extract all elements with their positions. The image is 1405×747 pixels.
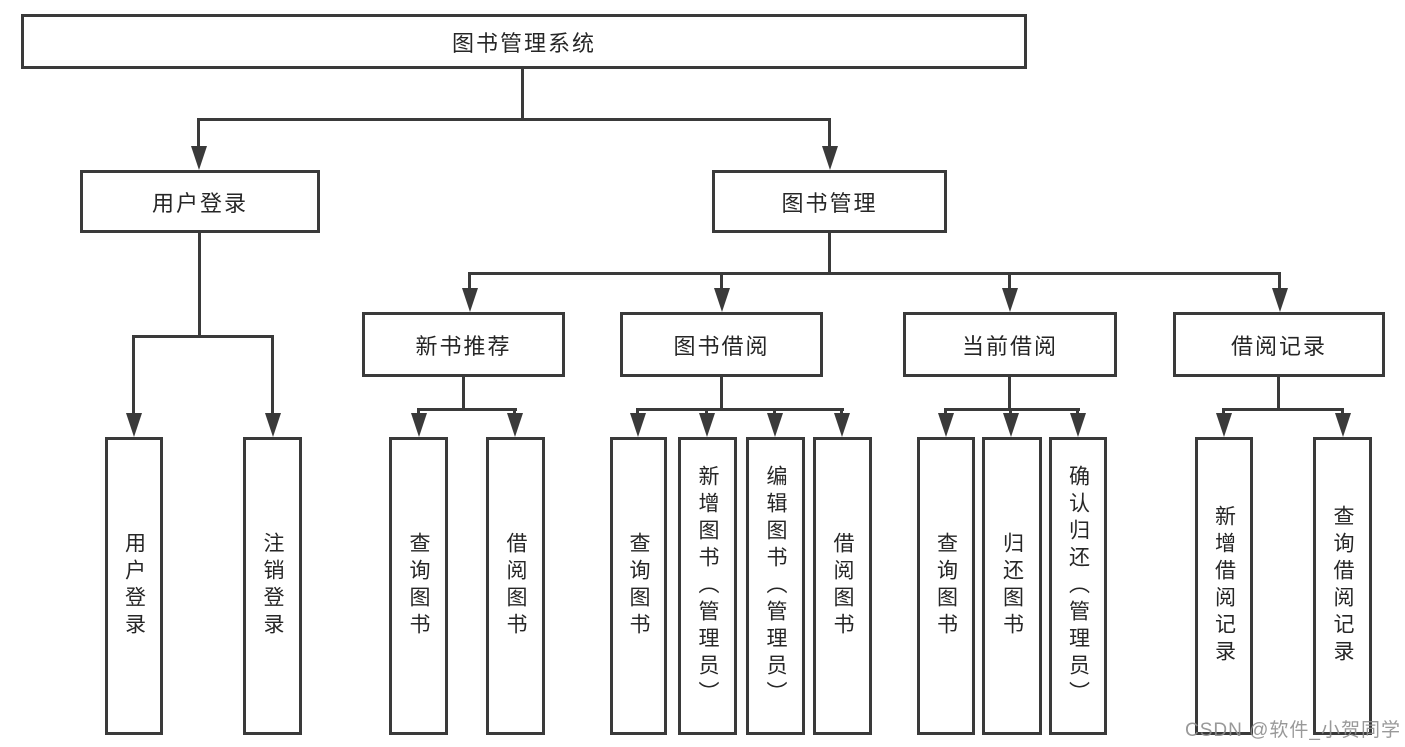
connector-line xyxy=(462,377,465,408)
arrow-down-icon xyxy=(699,413,715,437)
leaf-label: 新增借阅记录 xyxy=(1212,505,1236,667)
connector-line xyxy=(197,118,831,121)
leaf-label: 确认归还（管理员） xyxy=(1066,464,1090,708)
connector-line xyxy=(705,408,708,413)
leaf-confirm-return-admin: 确认归还（管理员） xyxy=(1049,437,1107,735)
arrow-down-icon xyxy=(126,413,142,437)
connector-line xyxy=(1008,377,1011,408)
arrow-down-icon xyxy=(630,413,646,437)
connector-line xyxy=(1009,408,1012,413)
connector-line xyxy=(417,408,420,413)
connector-line xyxy=(828,118,831,146)
leaf-borrow-books: 借阅图书 xyxy=(813,437,872,735)
connector-line xyxy=(197,118,200,146)
node-label: 用户登录 xyxy=(151,190,248,216)
arrow-down-icon xyxy=(938,413,954,437)
arrow-down-icon xyxy=(507,413,523,437)
arrow-down-icon xyxy=(411,413,427,437)
node-label: 借阅记录 xyxy=(1230,333,1327,359)
connector-line xyxy=(720,272,723,288)
arrow-down-icon xyxy=(822,146,838,170)
connector-line xyxy=(1076,408,1079,413)
arrow-down-icon xyxy=(1335,413,1351,437)
leaf-query-books-recommend: 查询图书 xyxy=(389,437,448,735)
connector-line xyxy=(1222,408,1344,411)
connector-line xyxy=(944,408,1080,411)
arrow-down-icon xyxy=(462,288,478,312)
leaf-logout: 注销登录 xyxy=(243,437,302,735)
connector-line xyxy=(720,377,723,408)
connector-line xyxy=(1277,377,1280,408)
leaf-label: 新增图书（管理员） xyxy=(696,464,720,708)
connector-line xyxy=(636,408,844,411)
arrow-down-icon xyxy=(834,413,850,437)
leaf-edit-books-admin: 编辑图书（管理员） xyxy=(746,437,805,735)
leaf-add-borrow-record: 新增借阅记录 xyxy=(1195,437,1253,735)
leaf-label: 查询借阅记录 xyxy=(1331,505,1355,667)
arrow-down-icon xyxy=(1003,413,1019,437)
node-label: 图书管理 xyxy=(781,190,878,216)
connector-line xyxy=(417,408,517,411)
node-root-label: 图书管理系统 xyxy=(451,30,596,56)
node-new-book-recommend: 新书推荐 xyxy=(362,312,565,377)
arrow-down-icon xyxy=(767,413,783,437)
leaf-label: 借阅图书 xyxy=(831,532,855,640)
node-user-login: 用户登录 xyxy=(80,170,320,233)
connector-line xyxy=(1278,272,1281,288)
csdn-watermark: CSDN @软件_小贺同学 xyxy=(1185,720,1401,741)
connector-line xyxy=(1341,408,1344,413)
arrow-down-icon xyxy=(191,146,207,170)
connector-line xyxy=(521,69,524,118)
node-book-management: 图书管理 xyxy=(712,170,947,233)
leaf-label: 查询图书 xyxy=(934,532,958,640)
connector-line xyxy=(132,335,135,413)
connector-line xyxy=(840,408,843,413)
arrow-down-icon xyxy=(1070,413,1086,437)
node-label: 新书推荐 xyxy=(415,333,512,359)
connector-line xyxy=(1008,272,1011,288)
node-label: 图书借阅 xyxy=(673,333,770,359)
connector-line xyxy=(944,408,947,413)
arrow-down-icon xyxy=(1272,288,1288,312)
arrow-down-icon xyxy=(714,288,730,312)
node-book-borrowing: 图书借阅 xyxy=(620,312,823,377)
node-label: 当前借阅 xyxy=(961,333,1058,359)
node-borrow-records: 借阅记录 xyxy=(1173,312,1385,377)
leaf-label: 查询图书 xyxy=(627,532,651,640)
connector-line xyxy=(513,408,516,413)
leaf-query-books-current: 查询图书 xyxy=(917,437,975,735)
leaf-label: 借阅图书 xyxy=(504,532,528,640)
leaf-label: 归还图书 xyxy=(1000,532,1024,640)
arrow-down-icon xyxy=(1216,413,1232,437)
leaf-label: 编辑图书（管理员） xyxy=(764,464,788,708)
connector-line xyxy=(1222,408,1225,413)
leaf-label: 查询图书 xyxy=(407,532,431,640)
node-root: 图书管理系统 xyxy=(21,14,1027,69)
leaf-label: 用户登录 xyxy=(122,532,146,640)
connector-line xyxy=(468,272,471,288)
connector-line xyxy=(132,335,274,338)
connector-line xyxy=(468,272,1281,275)
leaf-query-books: 查询图书 xyxy=(610,437,667,735)
node-current-borrowing: 当前借阅 xyxy=(903,312,1117,377)
leaf-user-login: 用户登录 xyxy=(105,437,163,735)
leaf-return-books: 归还图书 xyxy=(982,437,1042,735)
connector-line xyxy=(636,408,639,413)
leaf-borrow-books-recommend: 借阅图书 xyxy=(486,437,545,735)
leaf-add-books-admin: 新增图书（管理员） xyxy=(678,437,737,735)
arrow-down-icon xyxy=(1002,288,1018,312)
connector-line xyxy=(198,232,201,335)
leaf-query-borrow-record: 查询借阅记录 xyxy=(1313,437,1372,735)
connector-line xyxy=(828,233,831,272)
leaf-label: 注销登录 xyxy=(261,532,285,640)
connector-line xyxy=(773,408,776,413)
arrow-down-icon xyxy=(265,413,281,437)
connector-line xyxy=(271,335,274,413)
